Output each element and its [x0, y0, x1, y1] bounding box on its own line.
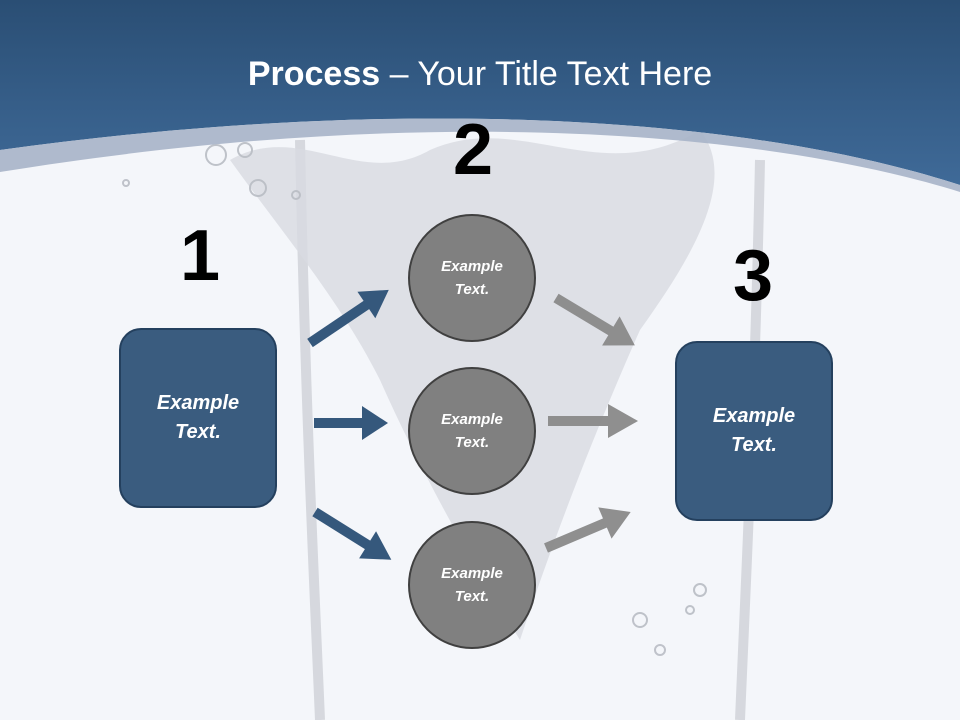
right-box-text: Example Text. [712, 405, 796, 456]
title-rest: – Your Title Text Here [380, 55, 713, 93]
right-box: Example Text. [675, 341, 833, 521]
step-number-3: 3 [732, 236, 774, 316]
header-band [0, 0, 960, 185]
circle-top-text: Example Text. [441, 258, 503, 298]
header-arc-highlight [0, 118, 960, 192]
circle-middle-text: Example Text. [441, 411, 503, 451]
circle-middle: Example Text. [408, 367, 536, 495]
circle-bottom: Example Text. [408, 521, 536, 649]
circle-top: Example Text. [408, 214, 536, 342]
left-box-text: Example Text. [156, 392, 240, 443]
title-strong: Process [247, 55, 381, 93]
circle-bottom-text: Example Text. [441, 565, 503, 605]
step-number-2: 2 [452, 110, 494, 190]
step-number-1: 1 [179, 216, 221, 296]
left-box: Example Text. [119, 328, 277, 508]
slide-title: Process – Your Title Text Here [0, 52, 960, 96]
